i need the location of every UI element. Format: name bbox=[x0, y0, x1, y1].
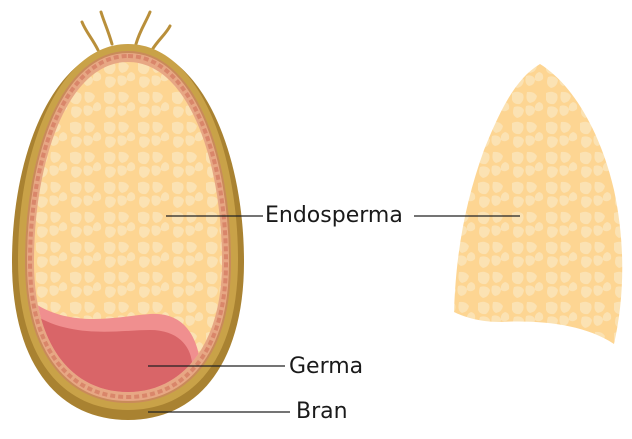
bran-label: Bran bbox=[296, 401, 348, 423]
endosperm-cross-section bbox=[454, 64, 622, 344]
germa-label: Germa bbox=[289, 356, 363, 378]
endosperma-label: Endosperma bbox=[265, 205, 403, 227]
